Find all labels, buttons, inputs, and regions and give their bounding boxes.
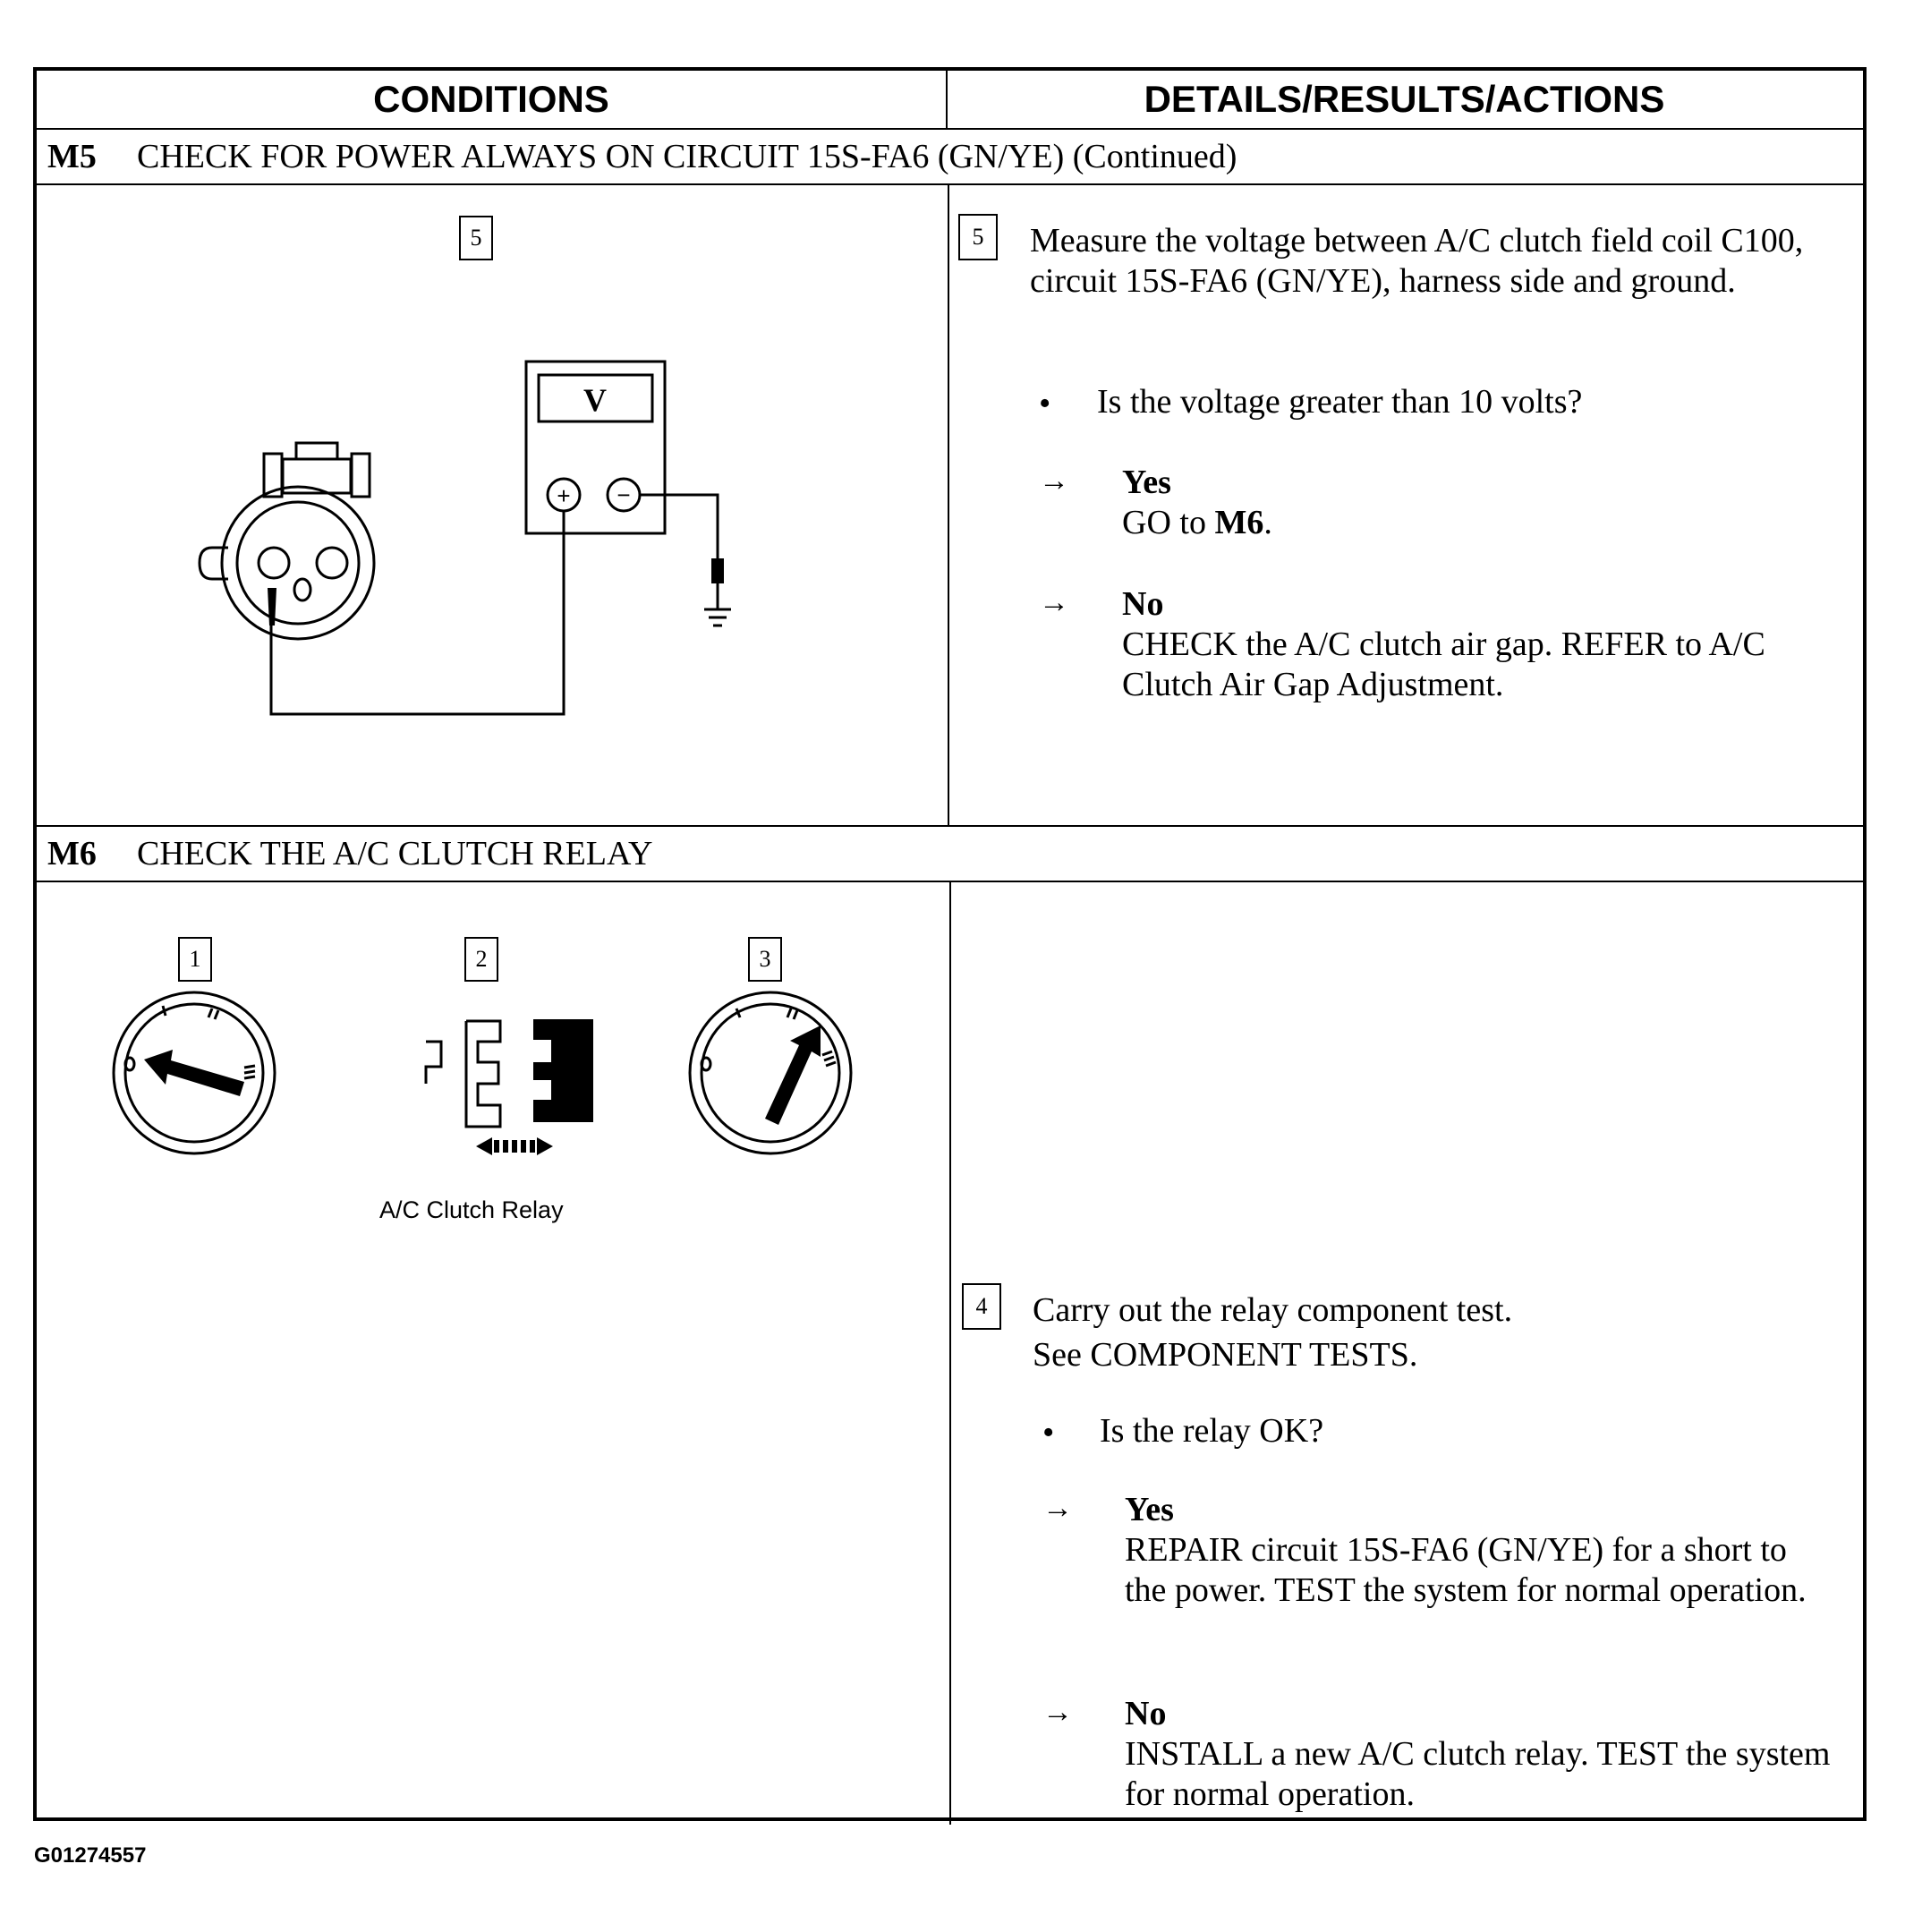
m6-figure-step-badge-3: 3 (748, 937, 782, 982)
m6-code: M6 (47, 835, 97, 872)
m6-yes-label: Yes (1125, 1491, 1174, 1528)
m5-step-badge: 5 (958, 214, 998, 260)
ignition-switch-off-icon (112, 991, 276, 1155)
m5-instruction: Measure the voltage between A/C clutch f… (1030, 222, 1804, 300)
m6-no-action: INSTALL a new A/C clutch relay. TEST the… (1125, 1735, 1831, 1813)
row-divider (37, 183, 1863, 185)
connector-housing (220, 485, 376, 641)
m5-question-bullet: • (1039, 385, 1051, 422)
m6-instruction-line2: See COMPONENT TESTS. (1033, 1336, 1418, 1374)
m5-no-arrow: → (1039, 586, 1069, 619)
plus-sign: + (557, 482, 570, 509)
diagnostic-table: CONDITIONS DETAILS/RESULTS/ACTIONS M5 CH… (33, 67, 1867, 1825)
positive-probe-tip (268, 588, 276, 626)
m6-no-label: No (1125, 1695, 1167, 1732)
relay-unplug-icon (424, 1019, 502, 1128)
m5-question: Is the voltage greater than 10 volts? (1097, 383, 1583, 421)
m6-no-arrow: → (1042, 1696, 1073, 1729)
ignition-and-relay-diagram (112, 991, 853, 1155)
conditions-header: CONDITIONS (373, 78, 609, 120)
m6-yes-arrow: → (1042, 1492, 1073, 1525)
m6-question: Is the relay OK? (1100, 1412, 1324, 1450)
negative-probe-tip (711, 558, 724, 583)
positive-lead-wire (269, 511, 566, 716)
relay-caption: A/C Clutch Relay (379, 1196, 564, 1223)
ignition-switch-on-icon (688, 991, 853, 1155)
m6-step-badge: 4 (962, 1283, 1001, 1330)
m5-code: M5 (47, 138, 97, 175)
m6-instruction-line1: Carry out the relay component test. (1033, 1291, 1513, 1329)
column-divider (948, 183, 949, 825)
minus-sign: − (617, 481, 630, 508)
m6-figure-step-badge-1: 1 (178, 937, 212, 982)
voltmeter-body (524, 360, 667, 535)
row-divider (37, 128, 1863, 130)
m5-yes-arrow: → (1039, 464, 1069, 498)
m5-title: CHECK FOR POWER ALWAYS ON CIRCUIT 15S-FA… (137, 138, 1237, 175)
voltmeter-label: V (583, 382, 607, 418)
connector-pin-1 (257, 546, 291, 580)
details-header: DETAILS/RESULTS/ACTIONS (1144, 78, 1665, 120)
connector-pin-3 (293, 577, 312, 602)
relay-right-arrowhead (537, 1137, 553, 1155)
m5-section-title: M5 CHECK FOR POWER ALWAYS ON CIRCUIT 15S… (47, 130, 1237, 183)
connector-pin-2 (315, 546, 349, 580)
m5-yes-label: Yes (1122, 464, 1171, 501)
m6-yes-action: REPAIR circuit 15S-FA6 (GN/YE) for a sho… (1125, 1531, 1807, 1609)
m5-yes-action: GO to M6. (1122, 504, 1272, 541)
voltmeter-connector-diagram: V + − (198, 360, 731, 716)
m6-question-bullet: • (1042, 1414, 1055, 1451)
column-divider (949, 881, 951, 1825)
m6-section-title: M6 CHECK THE A/C CLUTCH RELAY (47, 827, 652, 881)
m6-figure-step-badge-2: 2 (464, 937, 498, 982)
connector-latch (198, 546, 228, 581)
relay-left-arrowhead (476, 1137, 492, 1155)
m5-no-action: CHECK the A/C clutch air gap. REFER to A… (1122, 626, 1765, 703)
m5-no-label: No (1122, 585, 1164, 623)
row-divider (37, 825, 1863, 827)
voltmeter-display (537, 373, 654, 423)
negative-lead-wire (640, 493, 719, 558)
m6-title: CHECK THE A/C CLUTCH RELAY (137, 835, 653, 872)
m5-figure-step-badge: 5 (459, 216, 493, 260)
figure-id: G01274557 (34, 1843, 147, 1868)
m5-yes-action-target: M6 (1214, 504, 1264, 541)
column-divider (946, 71, 948, 128)
